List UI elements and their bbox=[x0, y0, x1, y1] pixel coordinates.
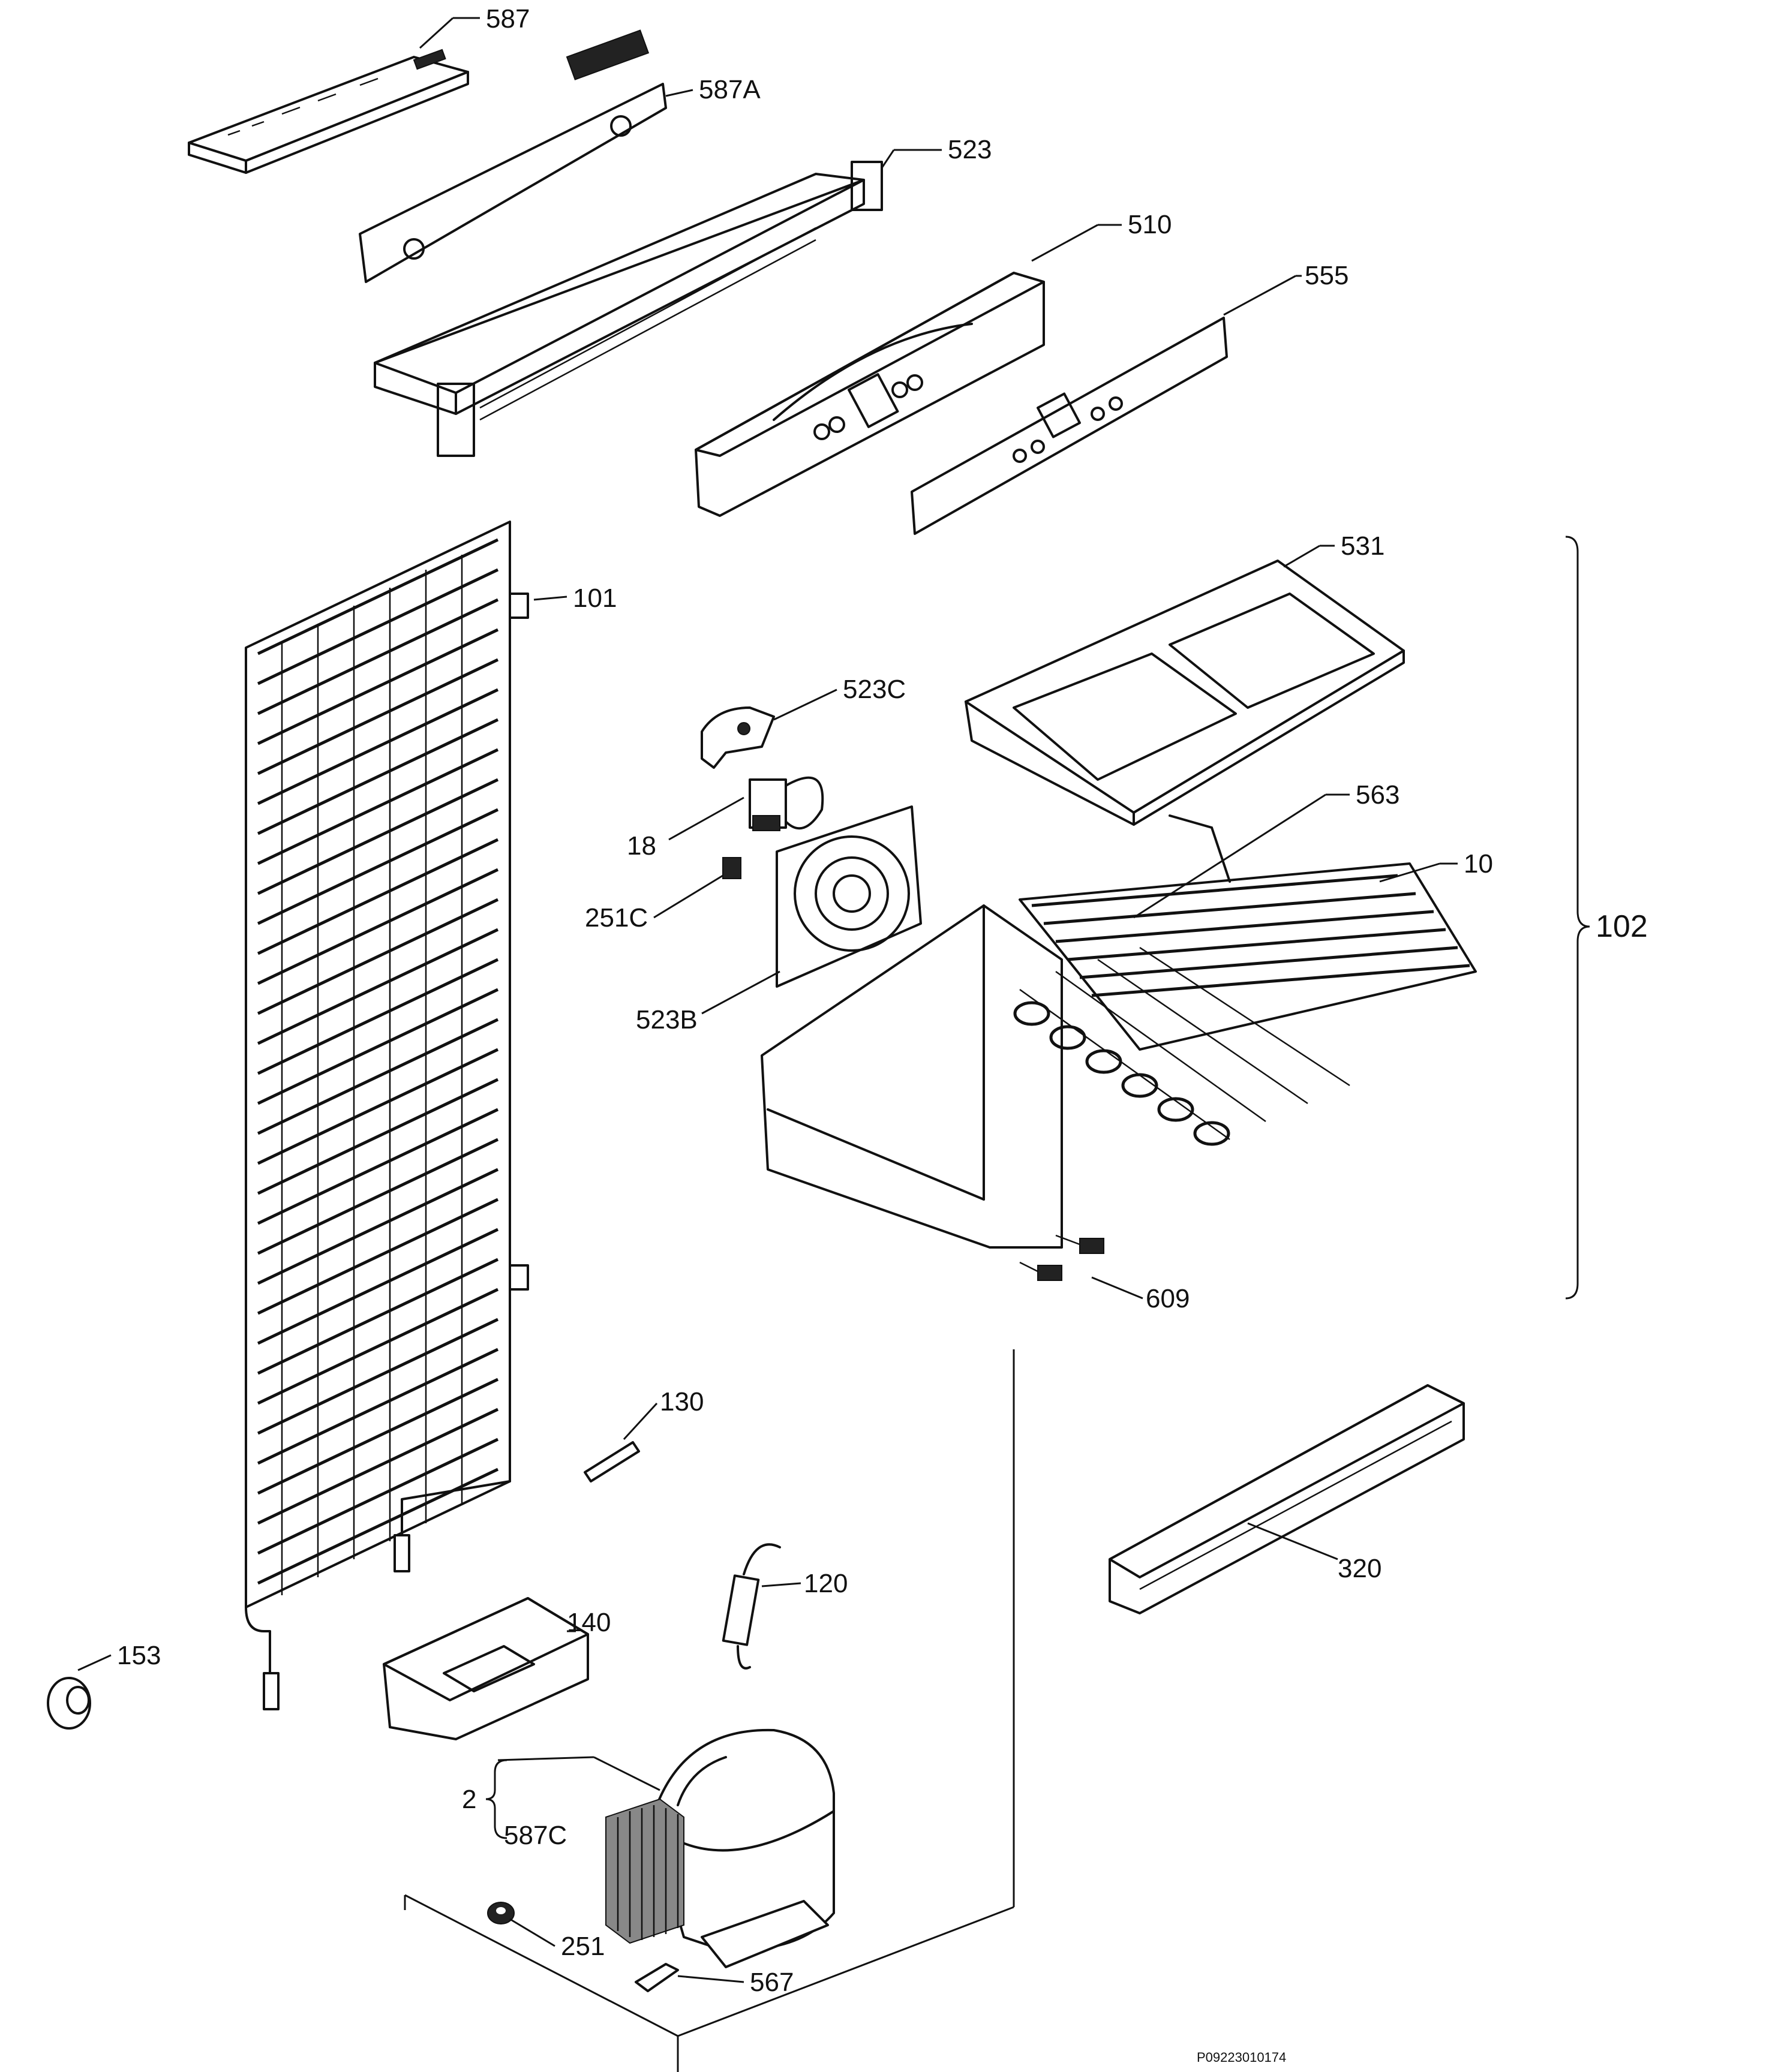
part-523B-fan-cover[interactable] bbox=[701, 805, 922, 1015]
label-2: 2 bbox=[462, 1785, 476, 1814]
part-510-panel-housing[interactable] bbox=[695, 224, 1122, 517]
label-587A: 587A bbox=[699, 75, 761, 104]
part-567-clamp[interactable] bbox=[635, 1963, 744, 1992]
part-563-heater[interactable] bbox=[1133, 793, 1350, 919]
label-523: 523 bbox=[948, 135, 992, 164]
part-523C-fan-bracket[interactable] bbox=[701, 688, 837, 769]
label-587C: 587C bbox=[504, 1821, 567, 1850]
part-587C-relay-block[interactable] bbox=[605, 1798, 684, 1944]
part-130-clip[interactable] bbox=[584, 1402, 658, 1482]
part-587A-control-frame[interactable] bbox=[359, 29, 693, 283]
part-120-relay[interactable] bbox=[722, 1543, 801, 1670]
cabinet-outline bbox=[404, 1349, 1015, 2072]
label-102: 102 bbox=[1596, 909, 1648, 944]
label-609: 609 bbox=[1146, 1284, 1190, 1313]
label-523B: 523B bbox=[636, 1005, 698, 1035]
label-320: 320 bbox=[1338, 1554, 1381, 1583]
label-251C: 251C bbox=[585, 903, 648, 933]
label-523C: 523C bbox=[843, 675, 906, 704]
label-531: 531 bbox=[1341, 531, 1384, 561]
label-563: 563 bbox=[1356, 780, 1399, 810]
label-153: 153 bbox=[117, 1641, 161, 1670]
part-101-condenser[interactable] bbox=[245, 521, 567, 1710]
part-10-evaporator[interactable] bbox=[761, 862, 1477, 1249]
part-251C-grommet[interactable] bbox=[653, 857, 741, 919]
part-523-bracket[interactable] bbox=[374, 149, 942, 457]
group-102-bracket bbox=[1565, 536, 1590, 1300]
part-140-compressor-tray[interactable] bbox=[383, 1597, 589, 1740]
part-555-front-fascia[interactable] bbox=[911, 275, 1302, 535]
part-18-fan-motor[interactable] bbox=[668, 776, 824, 841]
part-609-connectors[interactable] bbox=[1019, 1234, 1143, 1300]
drawing-number: P09223010174 bbox=[1197, 2050, 1286, 2065]
label-18: 18 bbox=[627, 831, 656, 861]
part-587-control-board[interactable] bbox=[188, 17, 480, 174]
part-320-drip-tray[interactable] bbox=[1109, 1384, 1465, 1614]
label-555: 555 bbox=[1305, 261, 1348, 290]
label-140: 140 bbox=[567, 1608, 611, 1637]
label-130: 130 bbox=[660, 1387, 704, 1417]
label-567: 567 bbox=[750, 1968, 794, 1997]
label-587: 587 bbox=[486, 4, 530, 34]
part-251-grommet[interactable] bbox=[487, 1902, 555, 1947]
part-153-plug[interactable] bbox=[47, 1654, 112, 1730]
label-510: 510 bbox=[1128, 210, 1172, 239]
part-531-evaporator-cover[interactable] bbox=[965, 545, 1405, 826]
label-101: 101 bbox=[573, 584, 617, 613]
part-2-compressor[interactable] bbox=[650, 1728, 835, 1968]
label-120: 120 bbox=[804, 1569, 848, 1598]
label-10: 10 bbox=[1464, 849, 1493, 879]
label-251: 251 bbox=[561, 1932, 605, 1961]
